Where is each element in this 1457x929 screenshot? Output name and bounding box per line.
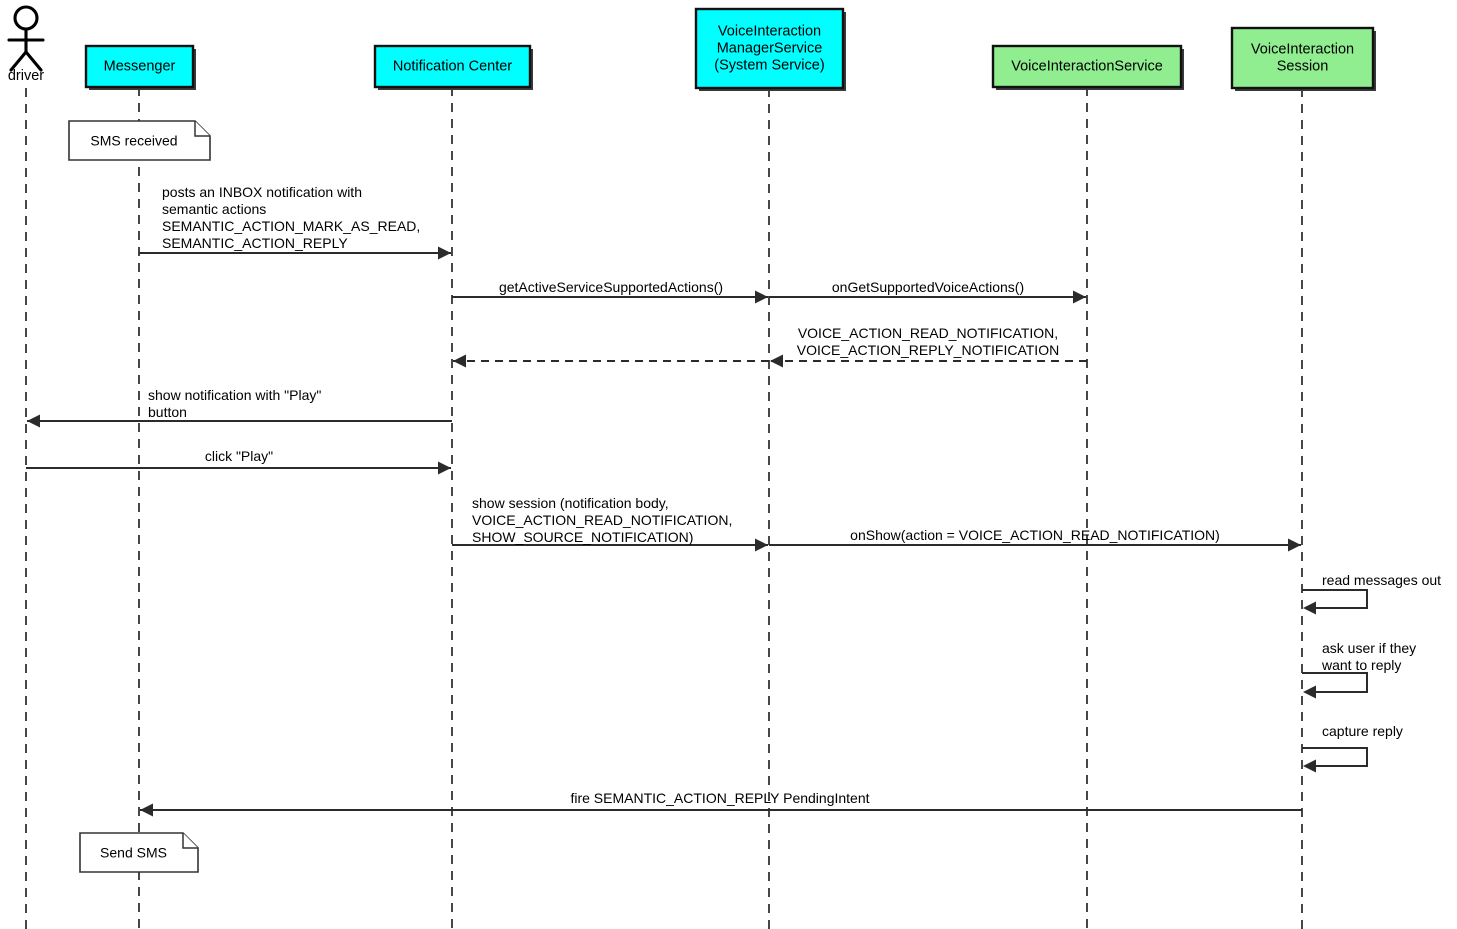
message-arrowhead-icon <box>27 414 40 428</box>
participant-voice-interaction-service[interactable]: VoiceInteractionService <box>991 44 1184 90</box>
message-label-line: VOICE_ACTION_REPLY_NOTIFICATION <box>797 342 1059 358</box>
msg-return-voice-actions-to-manager[interactable]: VOICE_ACTION_READ_NOTIFICATION,VOICE_ACT… <box>770 325 1087 368</box>
participant-label-line: (System Service) <box>714 57 824 73</box>
actor-head-icon <box>13 5 39 31</box>
message-arrowhead-icon <box>755 538 768 552</box>
lifelines-layer <box>25 87 1303 929</box>
self-call-label-line: capture reply <box>1322 723 1403 739</box>
actor-layer: driver <box>7 5 45 84</box>
message-arrowhead-icon <box>1288 538 1301 552</box>
participant-box <box>1230 26 1375 90</box>
participant-box <box>694 7 845 90</box>
participant-label-line: ManagerService <box>717 40 823 56</box>
message-arrowhead-icon <box>438 461 451 475</box>
self-call-label-line: ask user if they <box>1322 640 1416 656</box>
msg-return-voice-actions-to-notification-center[interactable] <box>453 354 769 368</box>
selfcall-read-messages-out[interactable]: read messages out <box>1302 572 1441 615</box>
note-sms-received[interactable]: SMS received <box>68 120 211 161</box>
participant-box <box>991 44 1183 89</box>
note-body <box>68 120 211 161</box>
message-label-line: getActiveServiceSupportedActions() <box>499 279 723 295</box>
participant-label-line: Notification Center <box>393 58 512 74</box>
participant-label-line: Messenger <box>104 58 176 74</box>
participant-notification-center[interactable]: Notification Center <box>373 44 533 90</box>
message-label-line: click "Play" <box>205 448 273 464</box>
self-call-label-line: want to reply <box>1321 657 1401 673</box>
msg-fire-semantic-action-reply-pendingintent[interactable]: fire SEMANTIC_ACTION_REPLY PendingIntent <box>140 790 1302 817</box>
msg-on-get-supported-voice-actions[interactable]: onGetSupportedVoiceActions() <box>769 279 1086 304</box>
self-call-arrowhead-icon <box>1303 759 1316 773</box>
message-arrowhead-icon <box>1073 290 1086 304</box>
message-label-line: fire SEMANTIC_ACTION_REPLY PendingIntent <box>570 790 869 806</box>
message-label-line: onGetSupportedVoiceActions() <box>832 279 1024 295</box>
self-call-label-line: read messages out <box>1322 572 1441 588</box>
participant-label-line: VoiceInteraction <box>1251 41 1354 57</box>
actor-right-leg-icon <box>24 50 43 72</box>
message-arrowhead-icon <box>755 290 768 304</box>
message-label-line: VOICE_ACTION_READ_NOTIFICATION, <box>798 325 1058 341</box>
message-label-line: show session (notification body, <box>472 495 669 511</box>
msg-show-session[interactable]: show session (notification body,VOICE_AC… <box>452 495 768 552</box>
participant-messenger[interactable]: Messenger <box>84 44 196 90</box>
msg-click-play[interactable]: click "Play" <box>26 448 451 475</box>
note-label: SMS received <box>90 133 177 149</box>
note-fold-corner-icon <box>194 121 210 137</box>
msg-show-notification-with-play-button[interactable]: show notification with "Play"button <box>27 387 452 428</box>
participant-box <box>84 44 195 89</box>
message-arrowhead-icon <box>453 354 466 368</box>
message-arrowhead-icon <box>770 354 783 368</box>
msg-on-show[interactable]: onShow(action = VOICE_ACTION_READ_NOTIFI… <box>769 527 1301 552</box>
message-arrowhead-icon <box>140 803 153 817</box>
self-call-path <box>1302 589 1368 609</box>
msg-post-inbox-notification[interactable]: posts an INBOX notification withsemantic… <box>139 184 451 260</box>
message-label-line: SEMANTIC_ACTION_REPLY <box>162 235 348 251</box>
note-send-sms[interactable]: Send SMS <box>79 832 199 873</box>
message-label-line: onShow(action = VOICE_ACTION_READ_NOTIFI… <box>850 527 1220 543</box>
note-body <box>79 832 199 873</box>
selfcall-capture-reply[interactable]: capture reply <box>1302 723 1403 773</box>
self-call-path <box>1302 672 1368 693</box>
message-label-line: semantic actions <box>162 201 266 217</box>
note-fold-corner-icon <box>182 833 198 849</box>
message-label-line: SHOW_SOURCE_NOTIFICATION) <box>472 529 693 545</box>
self-call-arrowhead-icon <box>1303 685 1316 699</box>
self-call-arrowhead-icon <box>1303 601 1316 615</box>
participant-label-line: VoiceInteractionService <box>1011 58 1163 74</box>
message-label-line: VOICE_ACTION_READ_NOTIFICATION, <box>472 512 732 528</box>
participant-label-line: Session <box>1277 58 1329 74</box>
message-label-line: posts an INBOX notification with <box>162 184 362 200</box>
message-label-line: SEMANTIC_ACTION_MARK_AS_READ, <box>162 218 420 234</box>
actor-driver-label: driver <box>8 68 44 84</box>
participant-box <box>373 44 532 89</box>
msg-get-active-service-supported-actions[interactable]: getActiveServiceSupportedActions() <box>452 279 768 304</box>
actor-driver[interactable]: driver <box>7 5 45 84</box>
self-call-path <box>1302 747 1368 767</box>
participants-layer: Messenger Notification Center VoiceInterac… <box>84 7 1376 91</box>
messages-layer: posts an INBOX notification withsemantic… <box>26 184 1302 817</box>
message-label-line: button <box>148 404 187 420</box>
note-label: Send SMS <box>100 845 167 861</box>
message-label-line: show notification with "Play" <box>148 387 321 403</box>
message-arrowhead-icon <box>438 246 451 260</box>
actor-left-leg-icon <box>9 50 28 72</box>
participant-label-line: VoiceInteraction <box>718 23 821 39</box>
